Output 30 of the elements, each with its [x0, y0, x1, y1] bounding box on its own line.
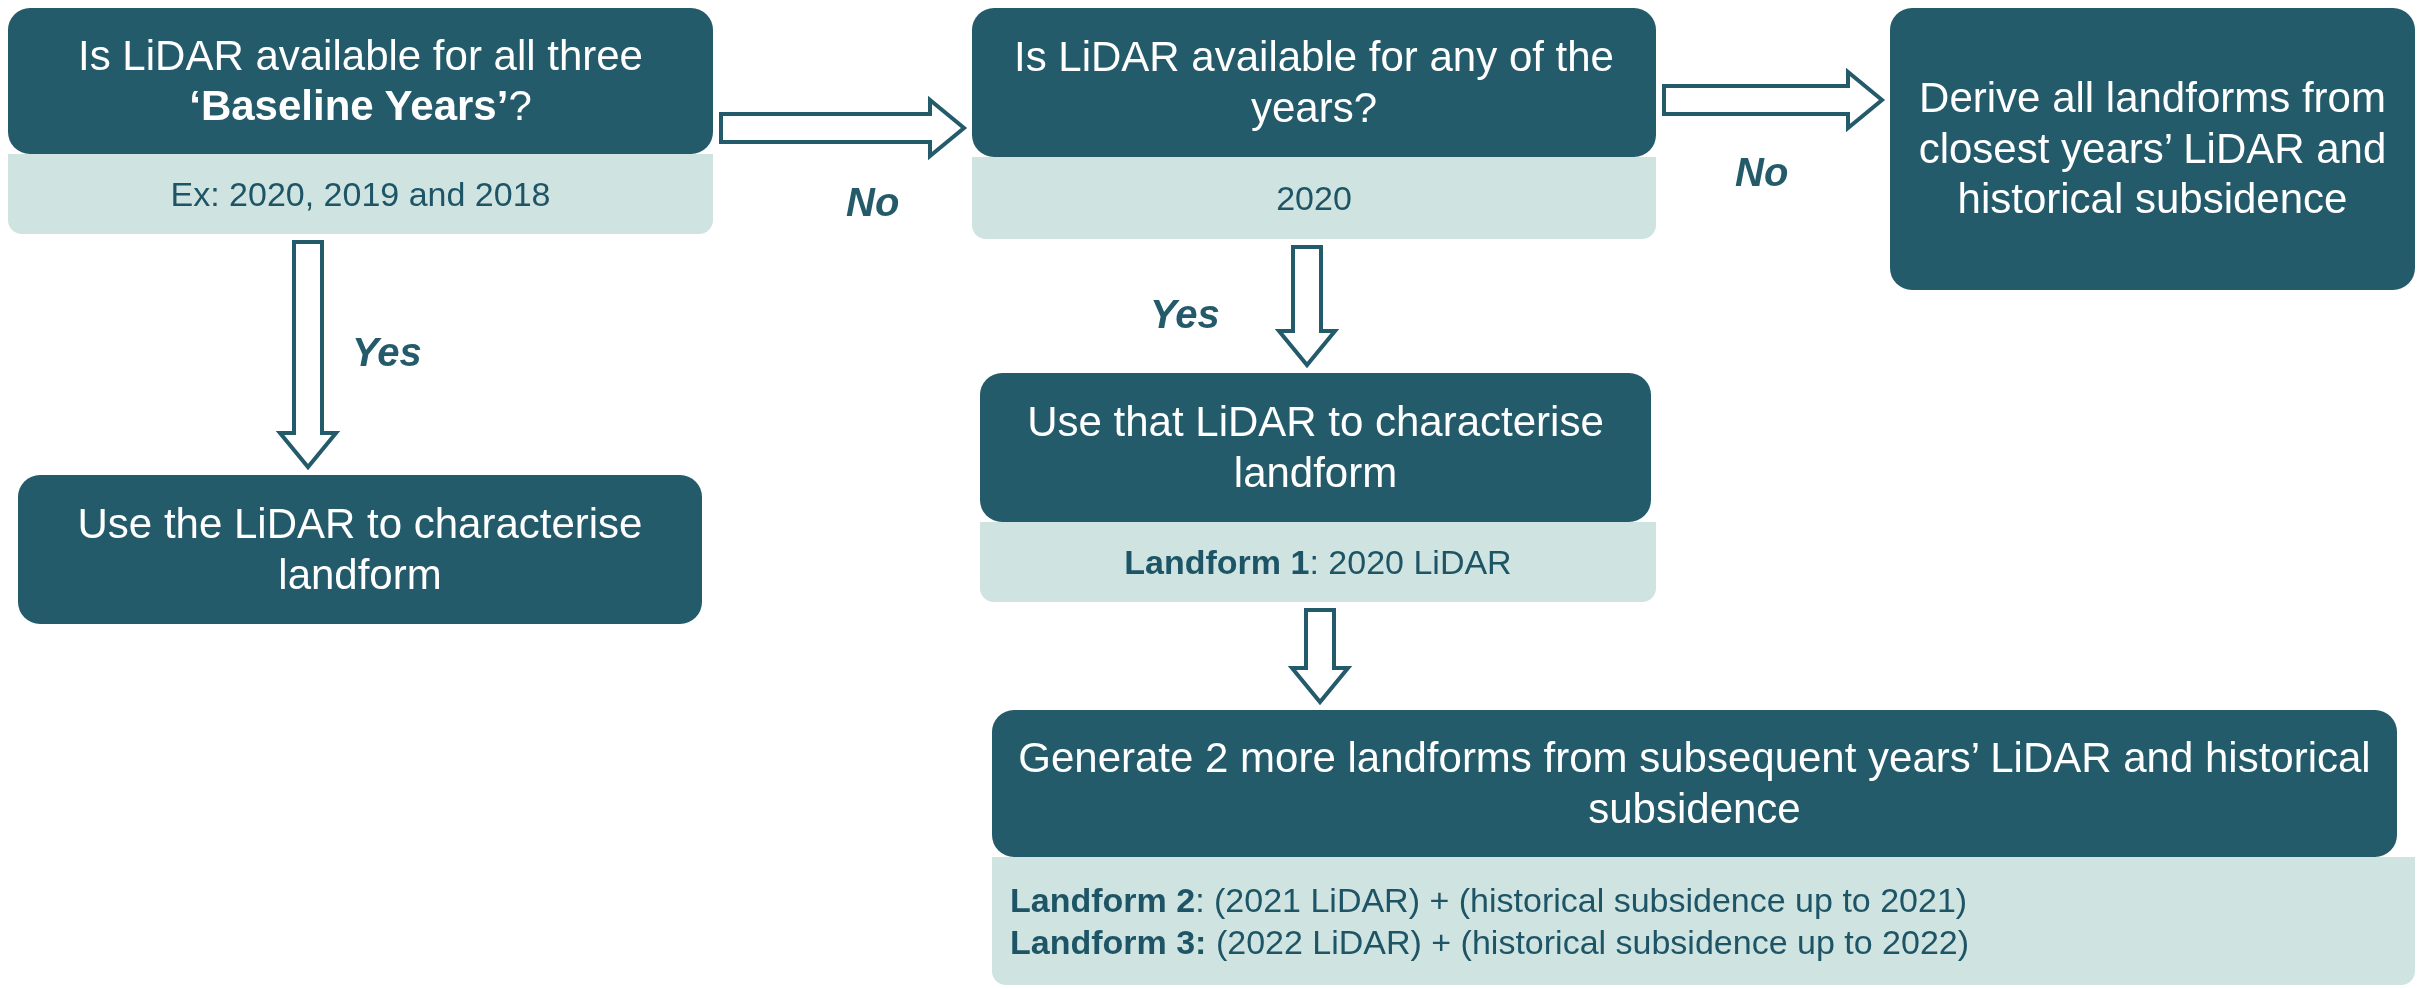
process-box [18, 475, 702, 624]
box-text: Use that LiDAR to characterise landform [1026, 397, 1605, 498]
detail-box [8, 154, 713, 234]
detail-box [992, 857, 2415, 985]
block-arrow [1274, 245, 1340, 369]
block-arrow [719, 95, 968, 161]
process-box [1890, 8, 2415, 290]
process-box [8, 8, 713, 154]
process-box [972, 8, 1656, 157]
detail-box [972, 157, 1656, 239]
box-text: Derive all landforms from closest years’ LiDAR and historical subsidence [1917, 73, 2388, 225]
box-text: 2020 [1276, 177, 1352, 219]
box-text: Landform 2: (2021 LiDAR) + (historical subsidence up to 2021) [1010, 879, 1968, 921]
box-text: Landform 1: 2020 LiDAR [1124, 541, 1512, 583]
edge-label: Yes [1150, 292, 1220, 337]
block-arrow [275, 240, 341, 471]
edge-label: No [1735, 150, 1789, 195]
process-box [992, 710, 2397, 857]
box-text: Is LiDAR available for all three ‘Baseline Years’? [77, 30, 644, 131]
detail-box [980, 522, 1656, 602]
box-text: Generate 2 more landforms from subsequent years’ LiDAR and historical subsidence [1017, 733, 2372, 834]
edge-label: Yes [352, 330, 422, 375]
block-arrow [1287, 608, 1353, 706]
edge-label: No [846, 180, 900, 225]
process-box [980, 373, 1651, 522]
box-text: Ex: 2020, 2019 and 2018 [170, 173, 551, 215]
box-text: Landform 3: (2022 LiDAR) + (historical subsidence up to 2022) [1010, 922, 1970, 963]
block-arrow [1662, 67, 1886, 133]
box-text: Use the LiDAR to characterise landform [76, 499, 644, 600]
box-text: Is LiDAR available for any of the years? [1013, 32, 1615, 133]
